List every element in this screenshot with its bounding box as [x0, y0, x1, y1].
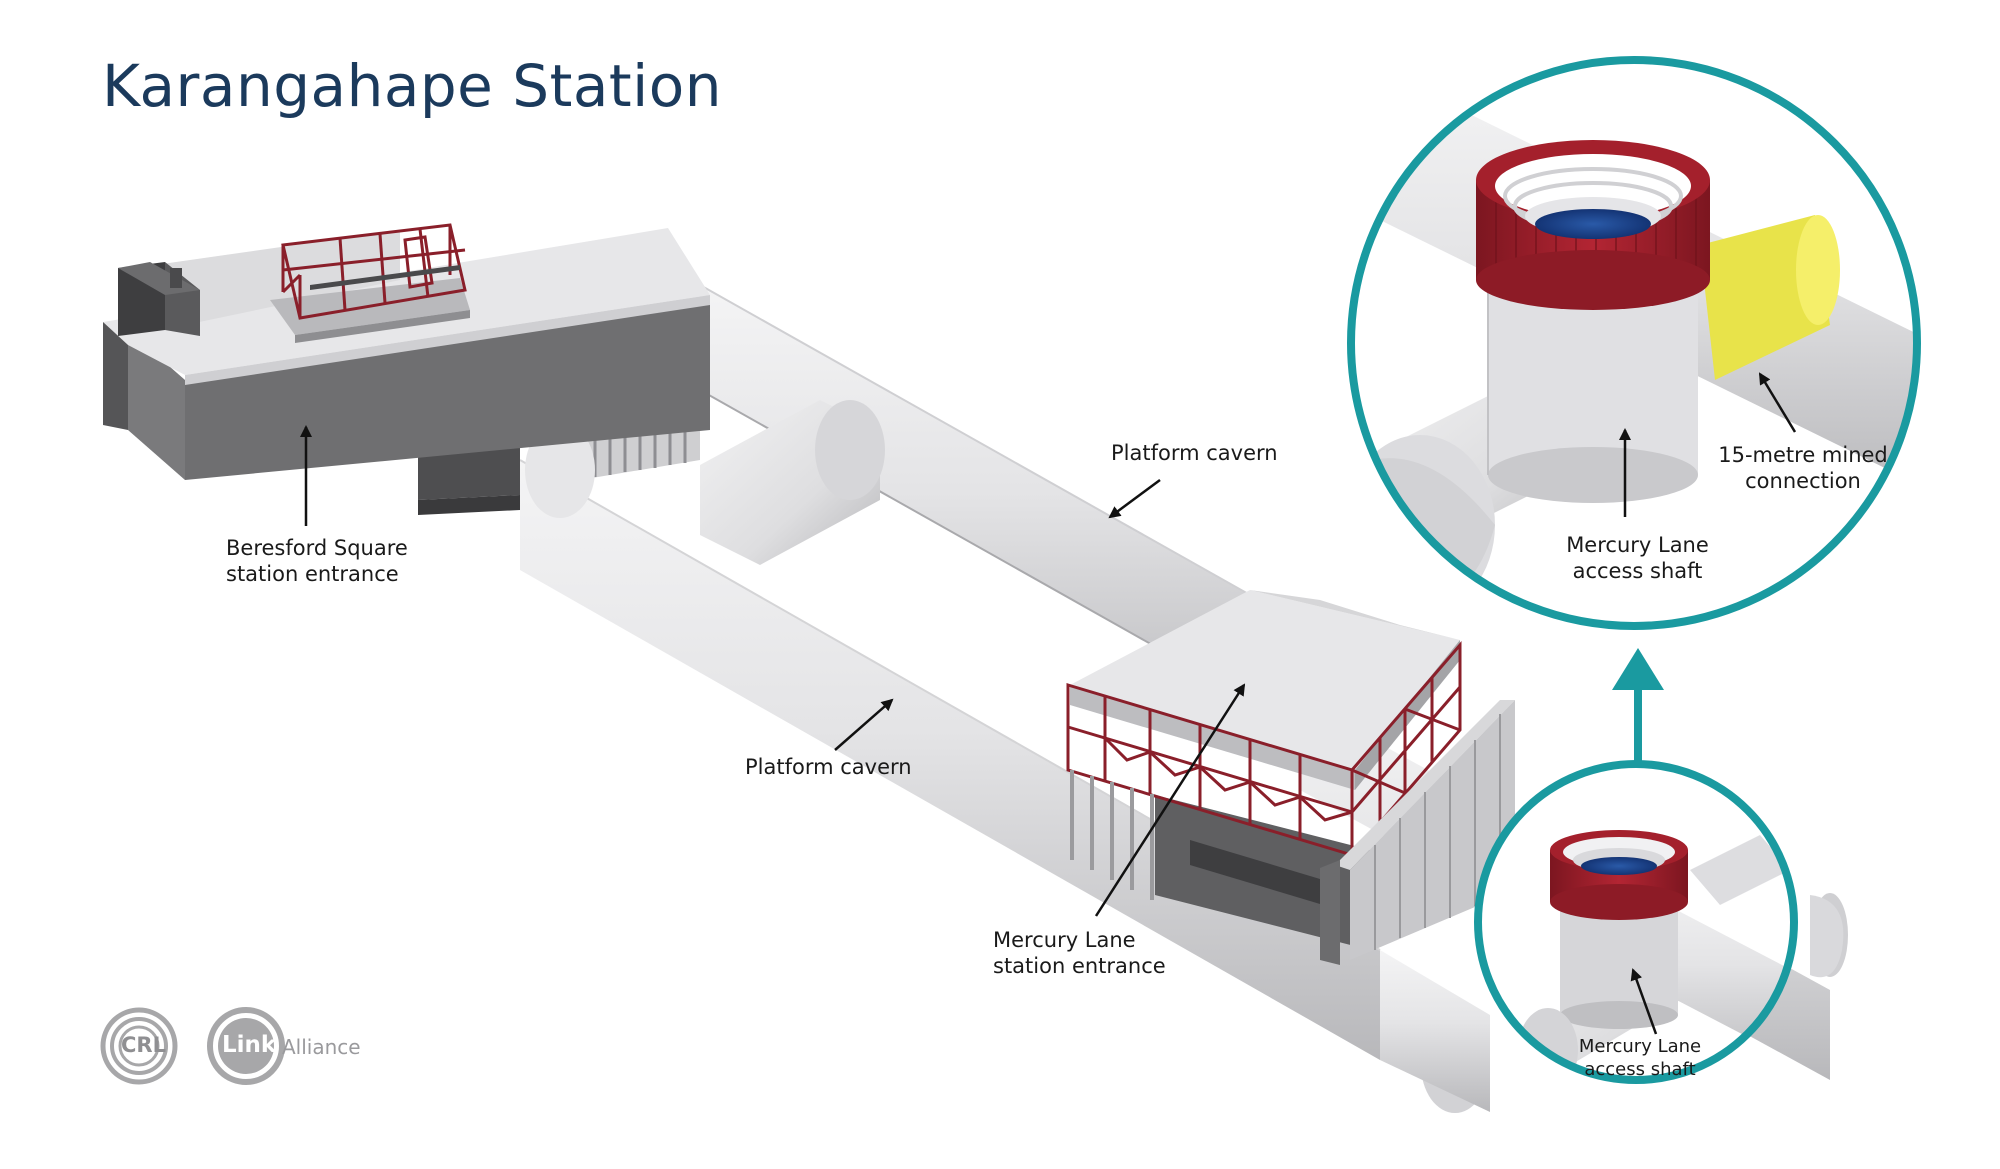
skylight-frame [281, 223, 467, 320]
label-mined-connection: 15-metre mined connection [1718, 443, 1888, 493]
label-access-shaft-small: Mercury Lane access shaft [1578, 1036, 1702, 1080]
crl-logo-text: CRL [121, 1033, 166, 1057]
arrow-access-shaft-small [1630, 968, 1658, 1035]
label-mercury-entrance: Mercury Lane station entrance [993, 928, 1166, 978]
label-access-shaft-large: Mercury Lane access shaft [1566, 533, 1709, 583]
cross-passage-upper [700, 400, 885, 565]
arrow-platform-bottom [834, 698, 894, 751]
label-platform-cavern-top: Platform cavern [1111, 441, 1278, 465]
arrow-platform-top [1108, 478, 1161, 519]
callout-arrows [300, 372, 1797, 1035]
arrow-mercury-entrance [1094, 683, 1246, 917]
crl-logo [100, 1007, 178, 1085]
arrow-mined-connection [1758, 372, 1797, 433]
zoom-arrow [1612, 648, 1664, 764]
piles [1070, 770, 1154, 900]
mercury-lane-building [1066, 590, 1515, 965]
link-logo-text: Link [222, 1032, 277, 1058]
link-alliance-logo [207, 1007, 285, 1085]
wall-ribs [1374, 714, 1501, 950]
alliance-logo-text: Alliance [282, 1035, 361, 1059]
label-platform-cavern-bottom: Platform cavern [745, 755, 912, 779]
label-beresford: Beresford Square station entrance [226, 536, 408, 586]
beresford-building [103, 223, 710, 518]
scaffold-frame [1066, 640, 1462, 860]
page-title: Karangahape Station [102, 52, 723, 120]
